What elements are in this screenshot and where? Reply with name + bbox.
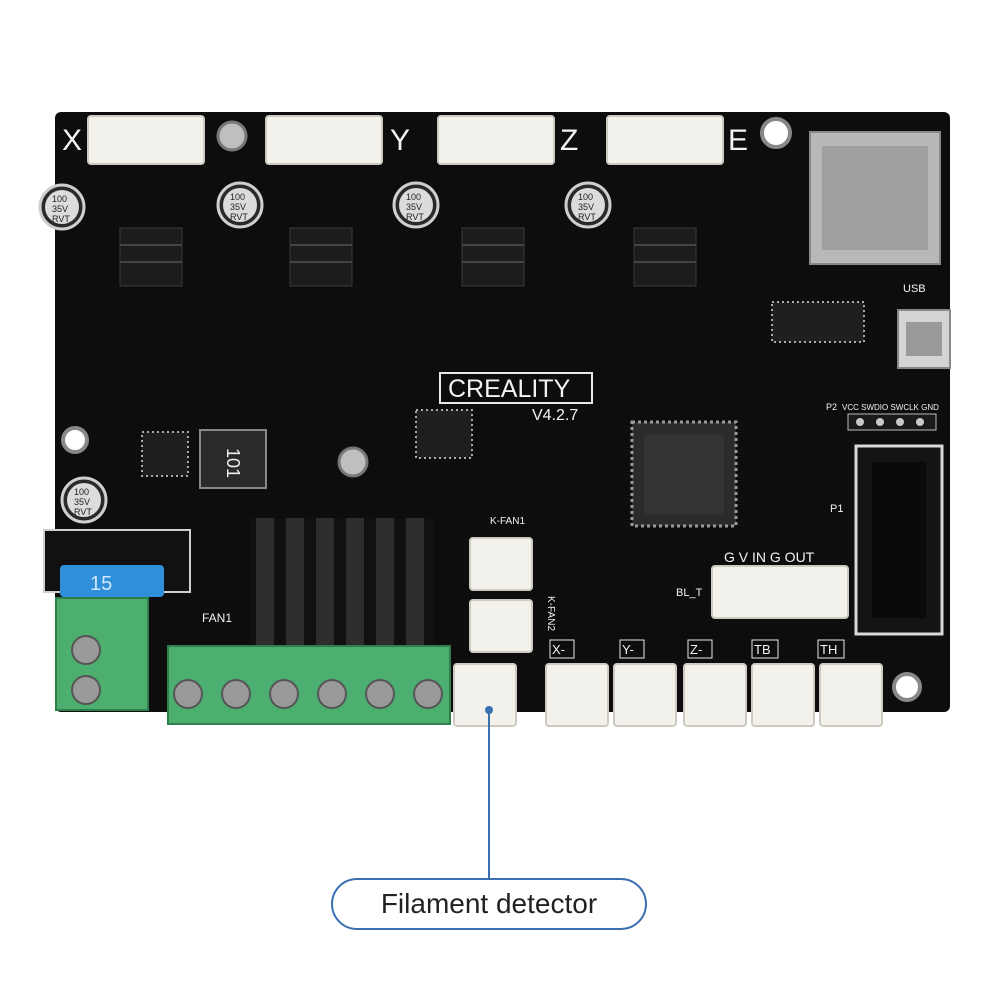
power-terminal — [55, 597, 149, 711]
fan-connectors — [469, 537, 533, 653]
motor-connectors — [87, 115, 724, 165]
fuse-holder: 15 — [43, 529, 191, 597]
svg-text:35V: 35V — [74, 497, 90, 507]
axis-label-x: X — [62, 124, 82, 157]
output-terminal-block — [167, 645, 451, 725]
svg-text:RVT: RVT — [406, 212, 424, 222]
svg-text:RVT: RVT — [52, 214, 70, 224]
inductor: 101 — [199, 429, 267, 489]
mosfet-heatsink — [250, 518, 434, 652]
svg-text:100: 100 — [230, 192, 245, 202]
svg-text:35V: 35V — [406, 202, 422, 212]
capacitors-top: 100 35V RVT 100 35V RVT 100 35V RVT 100 … — [38, 181, 612, 231]
svg-text:Z-: Z- — [690, 642, 702, 657]
sd-card-slot — [809, 131, 941, 265]
svg-text:15: 15 — [90, 573, 112, 595]
version-label: V4.2.7 — [532, 407, 578, 424]
swd-header — [847, 413, 937, 431]
svg-text:35V: 35V — [578, 202, 594, 212]
svg-text:X-: X- — [552, 642, 565, 657]
fan1-label: FAN1 — [202, 611, 232, 625]
callout-label: Filament detector — [380, 888, 598, 919]
svg-text:100: 100 — [406, 192, 421, 202]
mounting-holes — [61, 117, 922, 702]
usb-label: USB — [903, 283, 926, 295]
bltouch-label: BL_T — [676, 587, 703, 599]
kfan1-label: K-FAN1 — [490, 516, 525, 527]
endstop-connectors — [453, 663, 883, 727]
svg-text:100: 100 — [578, 192, 593, 202]
endstop-labels: X- Y- Z- TB TH — [549, 639, 845, 659]
capacitor-bottom: 100 35V RVT — [60, 476, 108, 524]
mcu-chip — [630, 420, 738, 528]
p1-header — [854, 444, 944, 636]
svg-text:RVT: RVT — [74, 507, 92, 517]
svg-text:Y-: Y- — [622, 642, 634, 657]
svg-text:TH: TH — [820, 642, 837, 657]
kfan2-label: K-FAN2 — [545, 596, 556, 631]
svg-text:RVT: RVT — [230, 212, 248, 222]
svg-text:TB: TB — [754, 642, 771, 657]
filament-detector-callout: Filament detector — [331, 878, 647, 930]
svg-text:35V: 35V — [52, 204, 68, 214]
swd-label: VCC SWDIO SWCLK GND — [842, 403, 939, 412]
axis-label-y: Y — [390, 124, 410, 157]
brand-label: CREALITY — [448, 375, 571, 403]
axis-label-z: Z — [560, 124, 578, 157]
svg-text:RVT: RVT — [578, 212, 596, 222]
callout-pointer — [485, 706, 493, 878]
p2-label: P2 — [826, 402, 837, 412]
p1-label: P1 — [830, 503, 843, 515]
axis-label-e: E — [728, 124, 748, 157]
brand-box — [439, 372, 593, 404]
small-ics — [141, 301, 865, 477]
svg-text:100: 100 — [74, 487, 89, 497]
driver-heatsinks — [119, 227, 697, 287]
svg-text:35V: 35V — [230, 202, 246, 212]
usb-port — [897, 309, 951, 369]
bltouch-connector — [711, 565, 849, 619]
svg-text:101: 101 — [223, 448, 243, 478]
bltouch-pins-label: G V IN G OUT — [724, 549, 815, 565]
svg-text:100: 100 — [52, 194, 67, 204]
